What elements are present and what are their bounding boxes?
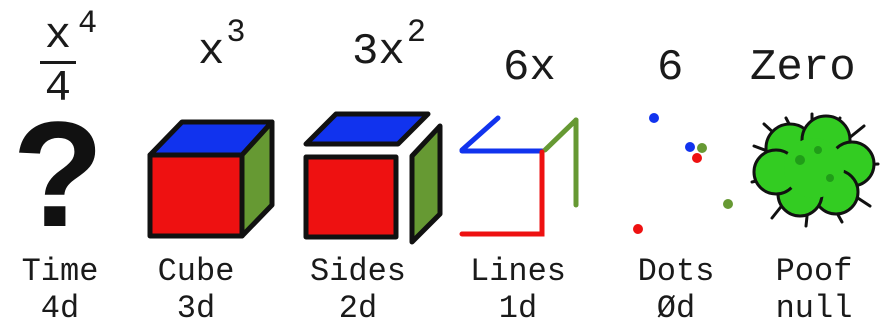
question-mark-icon: ? (12, 90, 104, 258)
label-name-cube: Cube (157, 253, 235, 290)
label-dim-dots: Ød (656, 290, 696, 327)
fraction-bar (40, 61, 76, 64)
label-dim-time: 4d (40, 290, 80, 327)
formula-sides-base: 3x (352, 27, 405, 77)
label-name-poof: Poof (775, 253, 853, 290)
label-name-time: Time (21, 253, 99, 290)
formula-cube-base: x (198, 27, 225, 77)
formula-time-exponent: 4 (78, 5, 98, 42)
formula-dots: 6 (657, 43, 684, 93)
formula-lines: 6x (503, 43, 556, 93)
svg-text:?: ? (12, 90, 104, 258)
label-name-sides: Sides (309, 253, 406, 290)
formula-sides: 3x2 (352, 17, 426, 77)
formula-time: x 4 4 (38, 8, 97, 114)
formula-sides-exponent: 2 (406, 14, 427, 51)
cube-icon (147, 119, 275, 239)
formula-time-denominator: 4 (44, 64, 72, 114)
exploded-cube-faces-icon (303, 111, 443, 245)
poof-cloud-icon (750, 112, 880, 228)
label-dim-sides: 2d (338, 290, 378, 327)
formula-cube-exponent: 3 (226, 14, 246, 51)
cube-edges-icon (459, 115, 579, 237)
formula-time-numerator: x (44, 11, 72, 61)
label-dim-cube: 3d (176, 290, 216, 327)
label-dim-poof: null (775, 290, 853, 327)
formula-poof: Zero (750, 43, 856, 93)
label-name-dots: Dots (637, 253, 715, 290)
cube-vertices-icon (633, 113, 733, 234)
label-name-lines: Lines (469, 253, 566, 290)
formula-cube: x3 (198, 17, 246, 77)
label-dim-lines: 1d (498, 290, 538, 327)
